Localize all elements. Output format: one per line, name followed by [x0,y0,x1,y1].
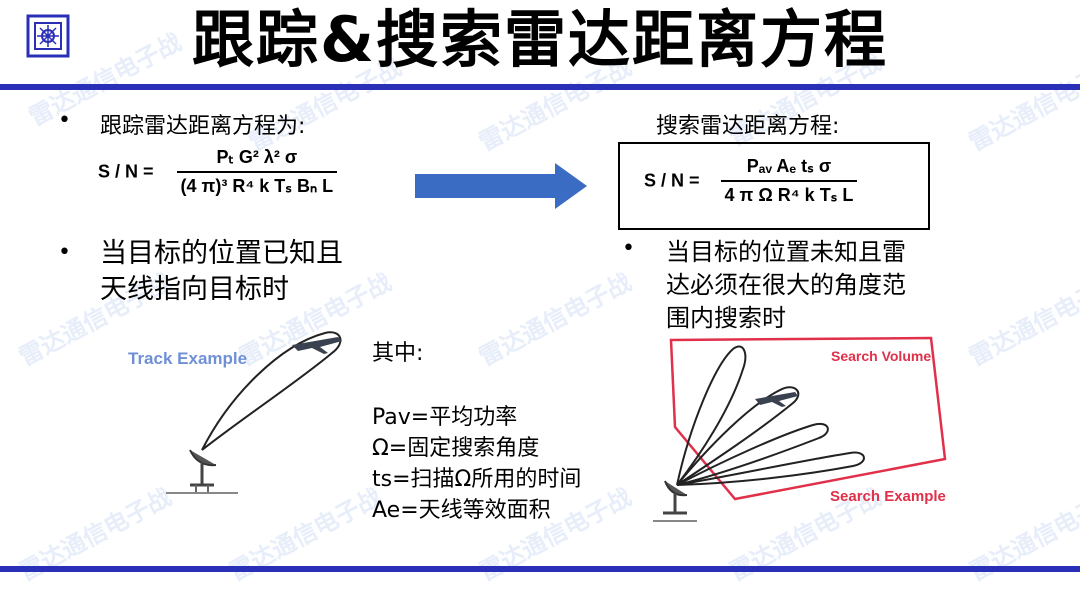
search-volume-label: Search Volume [831,348,932,364]
definition-ae: Ae=天线等效面积 [372,498,551,523]
aircraft-icon [755,392,798,407]
track-equation-heading: 跟踪雷达距离方程为: [100,114,306,139]
track-example-label: Track Example [128,349,248,368]
track-condition-line2: 天线指向目标时 [100,274,289,305]
search-equation-heading: 搜索雷达距离方程: [656,114,840,139]
search-formula-box: S / N = Pₐᵥ Aₑ tₛ σ 4 π Ω R⁴ k Tₛ L [618,142,930,230]
formula-denominator: (4 π)³ R⁴ k Tₛ Bₙ L [176,171,338,197]
watermark: 雷达通信电子战 [474,267,636,372]
radar-dish-icon [653,480,697,522]
formula-lhs: S / N = [644,170,700,191]
formula-fraction: Pₜ G² λ² σ (4 π)³ R⁴ k Tₛ Bₙ L [176,147,338,197]
formula-lhs: S / N = [98,161,154,182]
definition-ts: ts=扫描Ω所用的时间 [372,467,582,492]
where-label: 其中: [372,341,424,366]
bullet-dot: • [58,108,71,133]
aircraft-icon [292,337,342,354]
search-volume-outline [669,336,947,501]
beam-lobe [201,331,342,451]
formula-numerator: Pₐᵥ Aₑ tₛ σ [746,156,832,176]
top-divider [0,84,1080,90]
track-condition: 当目标的位置已知且 天线指向目标时 [100,236,343,308]
definitions-list: Pav=平均功率 Ω=固定搜索角度 ts=扫描Ω所用的时间 Ae=天线等效面积 [372,402,581,526]
definition-pav: Pav=平均功率 [372,405,518,430]
search-example-label: Search Example [830,488,946,505]
bottom-divider [0,566,1080,572]
search-example-figure [653,336,947,522]
beam-lobes [676,345,865,486]
page-title: 跟踪&搜索雷达距离方程 [191,3,889,76]
formula-denominator: 4 π Ω R⁴ k Tₛ L [720,180,858,206]
logo-icon [26,14,70,58]
watermark: 雷达通信电子战 [964,267,1080,372]
definition-omega: Ω=固定搜索角度 [372,436,540,461]
track-condition-line1: 当目标的位置已知且 [100,238,343,269]
radar-dish-icon [166,449,238,494]
search-condition-line3: 围内搜索时 [666,304,786,332]
search-condition-line2: 达必须在很大的角度范 [666,271,906,299]
right-arrow-icon [415,163,587,209]
track-formula: S / N = Pₜ G² λ² σ (4 π)³ R⁴ k Tₛ Bₙ L [98,147,338,197]
track-example-figure [166,331,342,494]
bullet-dot: • [622,236,635,261]
bullet-dot: • [58,240,71,265]
formula-fraction: Pₐᵥ Aₑ tₛ σ 4 π Ω R⁴ k Tₛ L [720,156,858,206]
search-condition-line1: 当目标的位置未知且雷 [666,238,906,266]
formula-numerator: Pₜ G² λ² σ [216,147,298,167]
search-condition: 当目标的位置未知且雷 达必须在很大的角度范 围内搜索时 [666,236,906,335]
search-formula: S / N = Pₐᵥ Aₑ tₛ σ 4 π Ω R⁴ k Tₛ L [644,156,858,206]
